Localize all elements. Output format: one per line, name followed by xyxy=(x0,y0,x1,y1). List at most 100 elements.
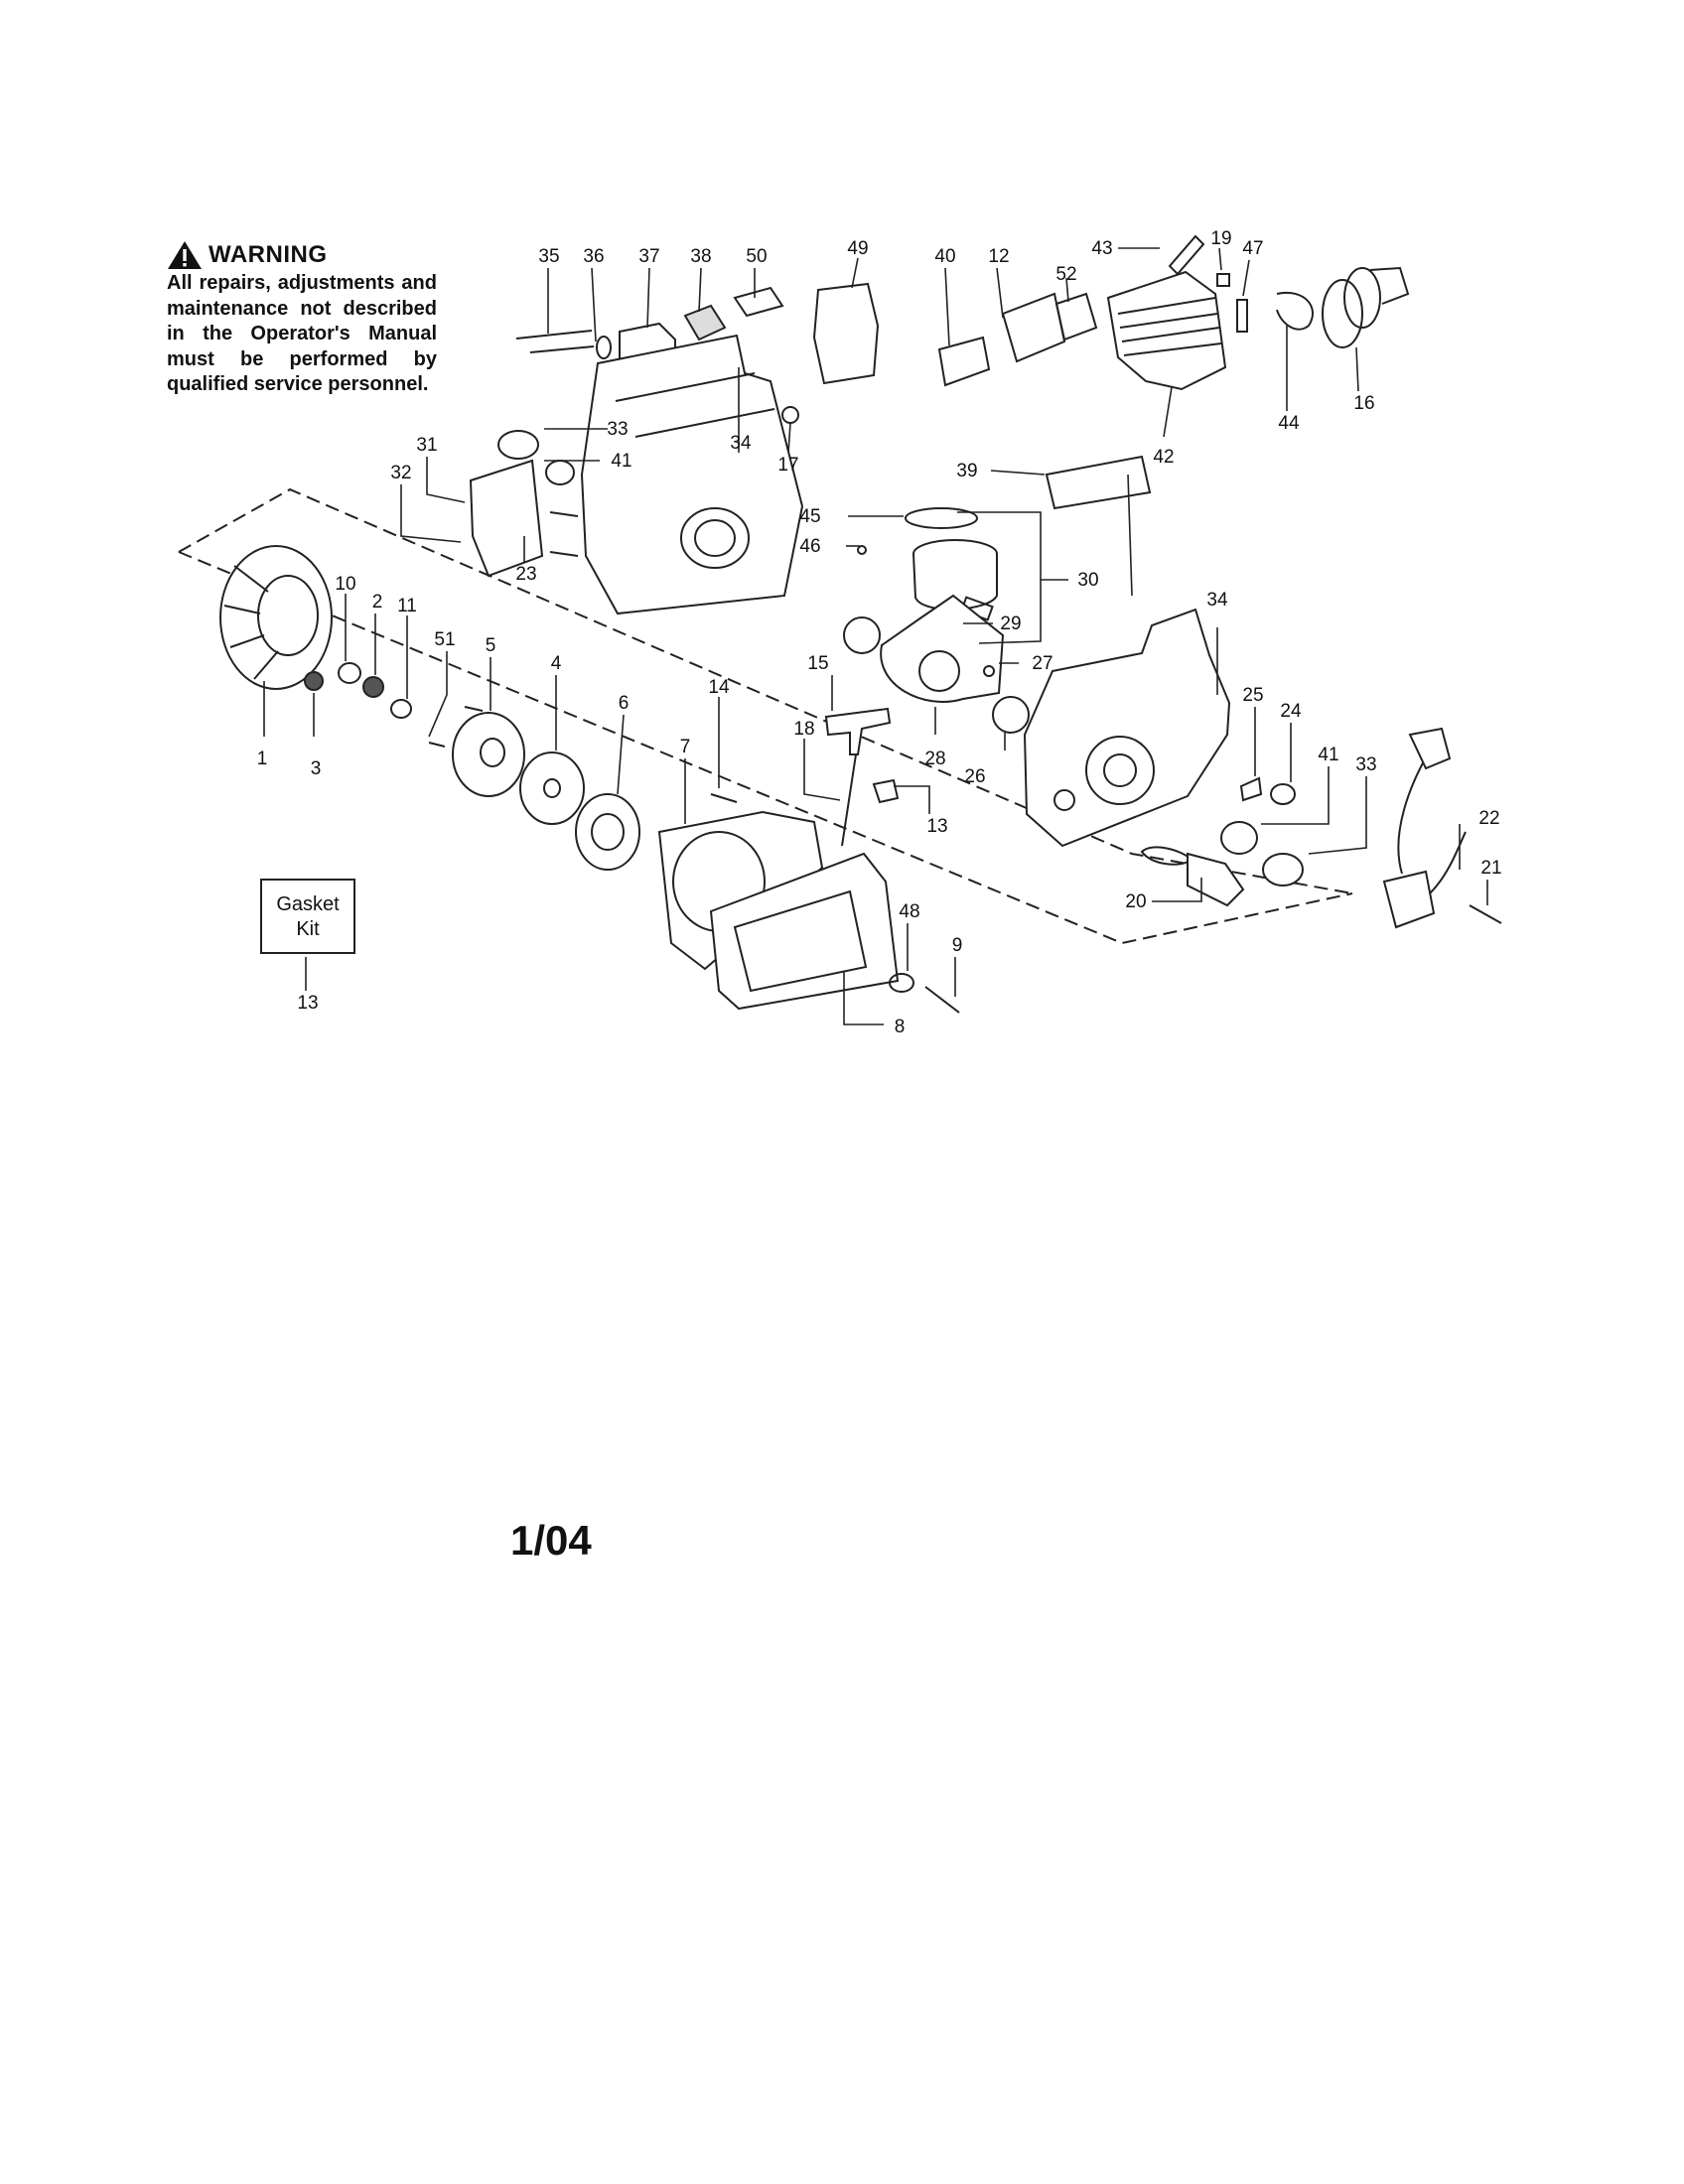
callout-42: 42 xyxy=(1153,447,1174,468)
part-screw-21 xyxy=(1469,904,1502,924)
callout-12: 12 xyxy=(988,246,1009,267)
callout-13: 13 xyxy=(926,816,947,837)
part-plate-12 xyxy=(1001,292,1066,363)
part-spacer-11 xyxy=(390,699,412,719)
part-gasket-39 xyxy=(1045,455,1152,510)
part-screen-38 xyxy=(683,304,727,341)
callout-34: 34 xyxy=(730,433,752,454)
part-screw-9 xyxy=(924,986,960,1014)
part-handle-15 xyxy=(824,707,892,755)
callout-30: 30 xyxy=(1077,570,1098,591)
callout-8: 8 xyxy=(895,1017,906,1037)
callout-22: 22 xyxy=(1478,808,1499,829)
callout-43: 43 xyxy=(1091,238,1112,259)
callout-4: 4 xyxy=(551,653,562,674)
part-plug-19 xyxy=(1216,273,1230,287)
callout-48: 48 xyxy=(899,901,919,922)
callout-17: 17 xyxy=(777,455,798,476)
part-screw-14 xyxy=(710,793,738,803)
callout-37: 37 xyxy=(638,246,659,267)
callout-18: 18 xyxy=(793,719,814,740)
part-bearing-26 xyxy=(992,696,1030,734)
part-screw-17 xyxy=(781,406,799,424)
part-gasket-40 xyxy=(937,336,991,387)
part-seal-41 xyxy=(545,460,575,485)
warning-notice: WARNING All repairs, adjustments and mai… xyxy=(167,240,437,398)
callout-5: 5 xyxy=(486,635,496,656)
part-gasket-31 xyxy=(469,459,544,578)
callout-41: 41 xyxy=(611,451,632,472)
callout-1: 1 xyxy=(257,749,268,769)
callout-11: 11 xyxy=(397,596,417,616)
callout-9: 9 xyxy=(952,935,963,956)
part-flywheel-1 xyxy=(219,545,333,690)
callout-32: 32 xyxy=(390,463,411,483)
callout-36: 36 xyxy=(583,246,604,267)
part-spark-plug-43 xyxy=(1168,234,1205,276)
callout-6: 6 xyxy=(619,693,630,714)
callout-38: 38 xyxy=(690,246,711,267)
callout-46: 46 xyxy=(799,536,820,557)
part-intake-boot-16 xyxy=(1322,266,1410,348)
part-fuel-cap-20 xyxy=(1140,846,1245,907)
callout-10: 10 xyxy=(335,574,355,595)
part-plug-25 xyxy=(1239,776,1263,802)
part-washer-48 xyxy=(889,973,914,993)
part-muffler-49 xyxy=(812,282,880,385)
part-crankcase-right-34 xyxy=(1023,608,1231,848)
callout-28: 28 xyxy=(924,749,945,769)
callout-40: 40 xyxy=(934,246,955,267)
part-plate-50 xyxy=(733,286,784,318)
date-code: 1/04 xyxy=(510,1517,592,1564)
part-seal-41b xyxy=(1220,821,1258,855)
part-nut-3 xyxy=(304,671,324,691)
warning-triangle-icon xyxy=(168,241,202,269)
part-screws-23 xyxy=(549,511,579,557)
gasket-kit-box: Gasket Kit xyxy=(260,879,355,954)
gasket-kit-ref: 13 xyxy=(297,993,318,1014)
callout-21: 21 xyxy=(1480,858,1501,879)
callout-14: 14 xyxy=(708,677,730,698)
part-nut-2 xyxy=(362,676,384,698)
callout-7: 7 xyxy=(680,737,691,757)
part-screw-47 xyxy=(1236,299,1248,333)
callout-34b: 34 xyxy=(1206,590,1228,611)
callout-26: 26 xyxy=(964,766,985,787)
callout-15: 15 xyxy=(807,653,828,674)
callout-33b: 33 xyxy=(1355,754,1376,775)
callout-31: 31 xyxy=(416,435,437,456)
callout-27: 27 xyxy=(1032,653,1052,674)
part-crankshaft-28 xyxy=(880,594,1005,703)
part-circlip-46 xyxy=(857,545,867,555)
part-pulley-5 xyxy=(452,712,525,797)
gasket-kit-line1: Gasket xyxy=(276,893,340,915)
part-crankcase-34 xyxy=(580,334,804,615)
part-washer-10 xyxy=(338,662,361,684)
part-cylinder-42 xyxy=(1106,270,1227,391)
part-rope-18 xyxy=(841,753,857,847)
callout-33: 33 xyxy=(607,419,628,440)
part-bolts-35 xyxy=(515,330,595,353)
callout-2: 2 xyxy=(372,592,383,613)
callout-50: 50 xyxy=(746,246,767,267)
part-gasket-52 xyxy=(1054,292,1098,341)
gasket-kit-line2: Kit xyxy=(296,918,320,940)
callout-41b: 41 xyxy=(1318,745,1338,765)
callout-23: 23 xyxy=(515,564,536,585)
part-cover-8 xyxy=(709,852,900,1011)
callout-29: 29 xyxy=(1000,614,1021,634)
callout-45: 45 xyxy=(799,506,820,527)
callout-19: 19 xyxy=(1210,228,1231,249)
leader-lines xyxy=(263,247,1488,1025)
callout-49: 49 xyxy=(847,238,868,259)
warning-title: WARNING xyxy=(209,241,328,268)
callout-20: 20 xyxy=(1125,891,1146,912)
callout-3: 3 xyxy=(311,758,322,779)
assembly-outline xyxy=(178,487,1353,894)
part-bearing-33b xyxy=(1262,853,1304,887)
part-washer-36 xyxy=(596,336,612,359)
part-clamp-44 xyxy=(1276,291,1315,331)
part-spring-4 xyxy=(519,751,585,825)
callout-16: 16 xyxy=(1353,393,1374,414)
